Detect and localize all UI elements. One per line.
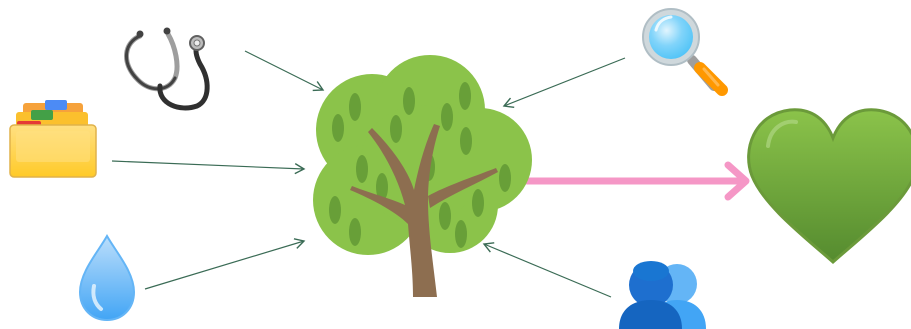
arrow-folder-to-tree bbox=[112, 161, 304, 169]
card-index-dividers-icon bbox=[10, 100, 96, 177]
arrow-droplet-to-tree bbox=[145, 241, 304, 289]
output-arrow bbox=[527, 165, 746, 197]
droplet-icon bbox=[80, 236, 134, 320]
arrow-magnifier-to-tree bbox=[504, 58, 625, 106]
stethoscope-icon bbox=[126, 28, 207, 108]
arrow-people-to-tree bbox=[484, 244, 611, 297]
green-heart-icon bbox=[749, 110, 911, 262]
deciduous-tree-icon bbox=[313, 55, 532, 297]
magnifying-glass-icon bbox=[643, 9, 722, 90]
arrow-stethoscope-to-tree bbox=[245, 51, 323, 90]
busts-in-silhouette-icon bbox=[619, 261, 706, 329]
